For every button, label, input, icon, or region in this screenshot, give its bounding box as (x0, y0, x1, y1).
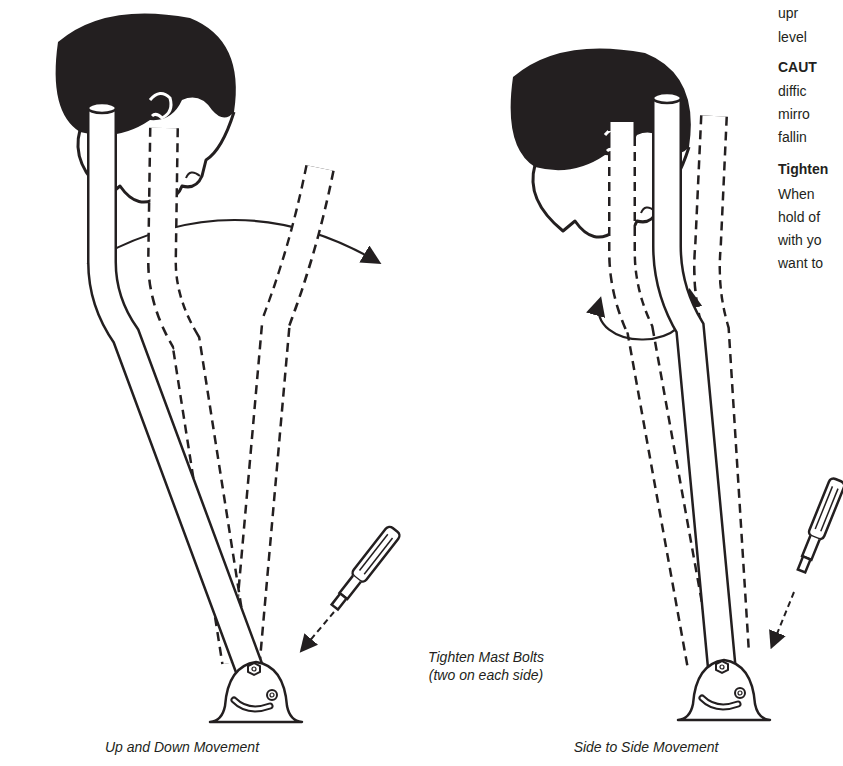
nut-driver (794, 477, 843, 574)
instruction-note: Tighten Mast Bolts (two on each side) (419, 648, 553, 684)
body-text-fragment: mirro (778, 105, 810, 123)
body-text-fragment: with yo (778, 231, 822, 249)
figure-caption: Up and Down Movement (72, 738, 292, 756)
body-text-fragment: upr (778, 4, 798, 22)
mast-mount (210, 662, 302, 722)
body-text-fragment: level (778, 28, 807, 46)
mast-pipe (653, 93, 722, 670)
nut-driver (328, 525, 401, 612)
section-heading: Tighten (778, 160, 828, 178)
body-text-fragment: diffic (778, 82, 807, 100)
body-text-fragment: want to (778, 254, 823, 272)
motion-arrow (90, 220, 378, 262)
mast-alt-position (162, 128, 320, 662)
mast-mount (678, 660, 770, 720)
figure-caption: Side to Side Movement (536, 738, 756, 756)
head-figure (56, 13, 236, 202)
body-text-fragment: fallin (778, 128, 807, 146)
body-text-fragment: hold of (778, 208, 820, 226)
caution-heading: CAUT (778, 58, 817, 76)
body-text-fragment: When (778, 185, 815, 203)
direction-arrow (772, 592, 794, 646)
mast-pipe (88, 103, 252, 676)
direction-arrow (302, 612, 334, 650)
